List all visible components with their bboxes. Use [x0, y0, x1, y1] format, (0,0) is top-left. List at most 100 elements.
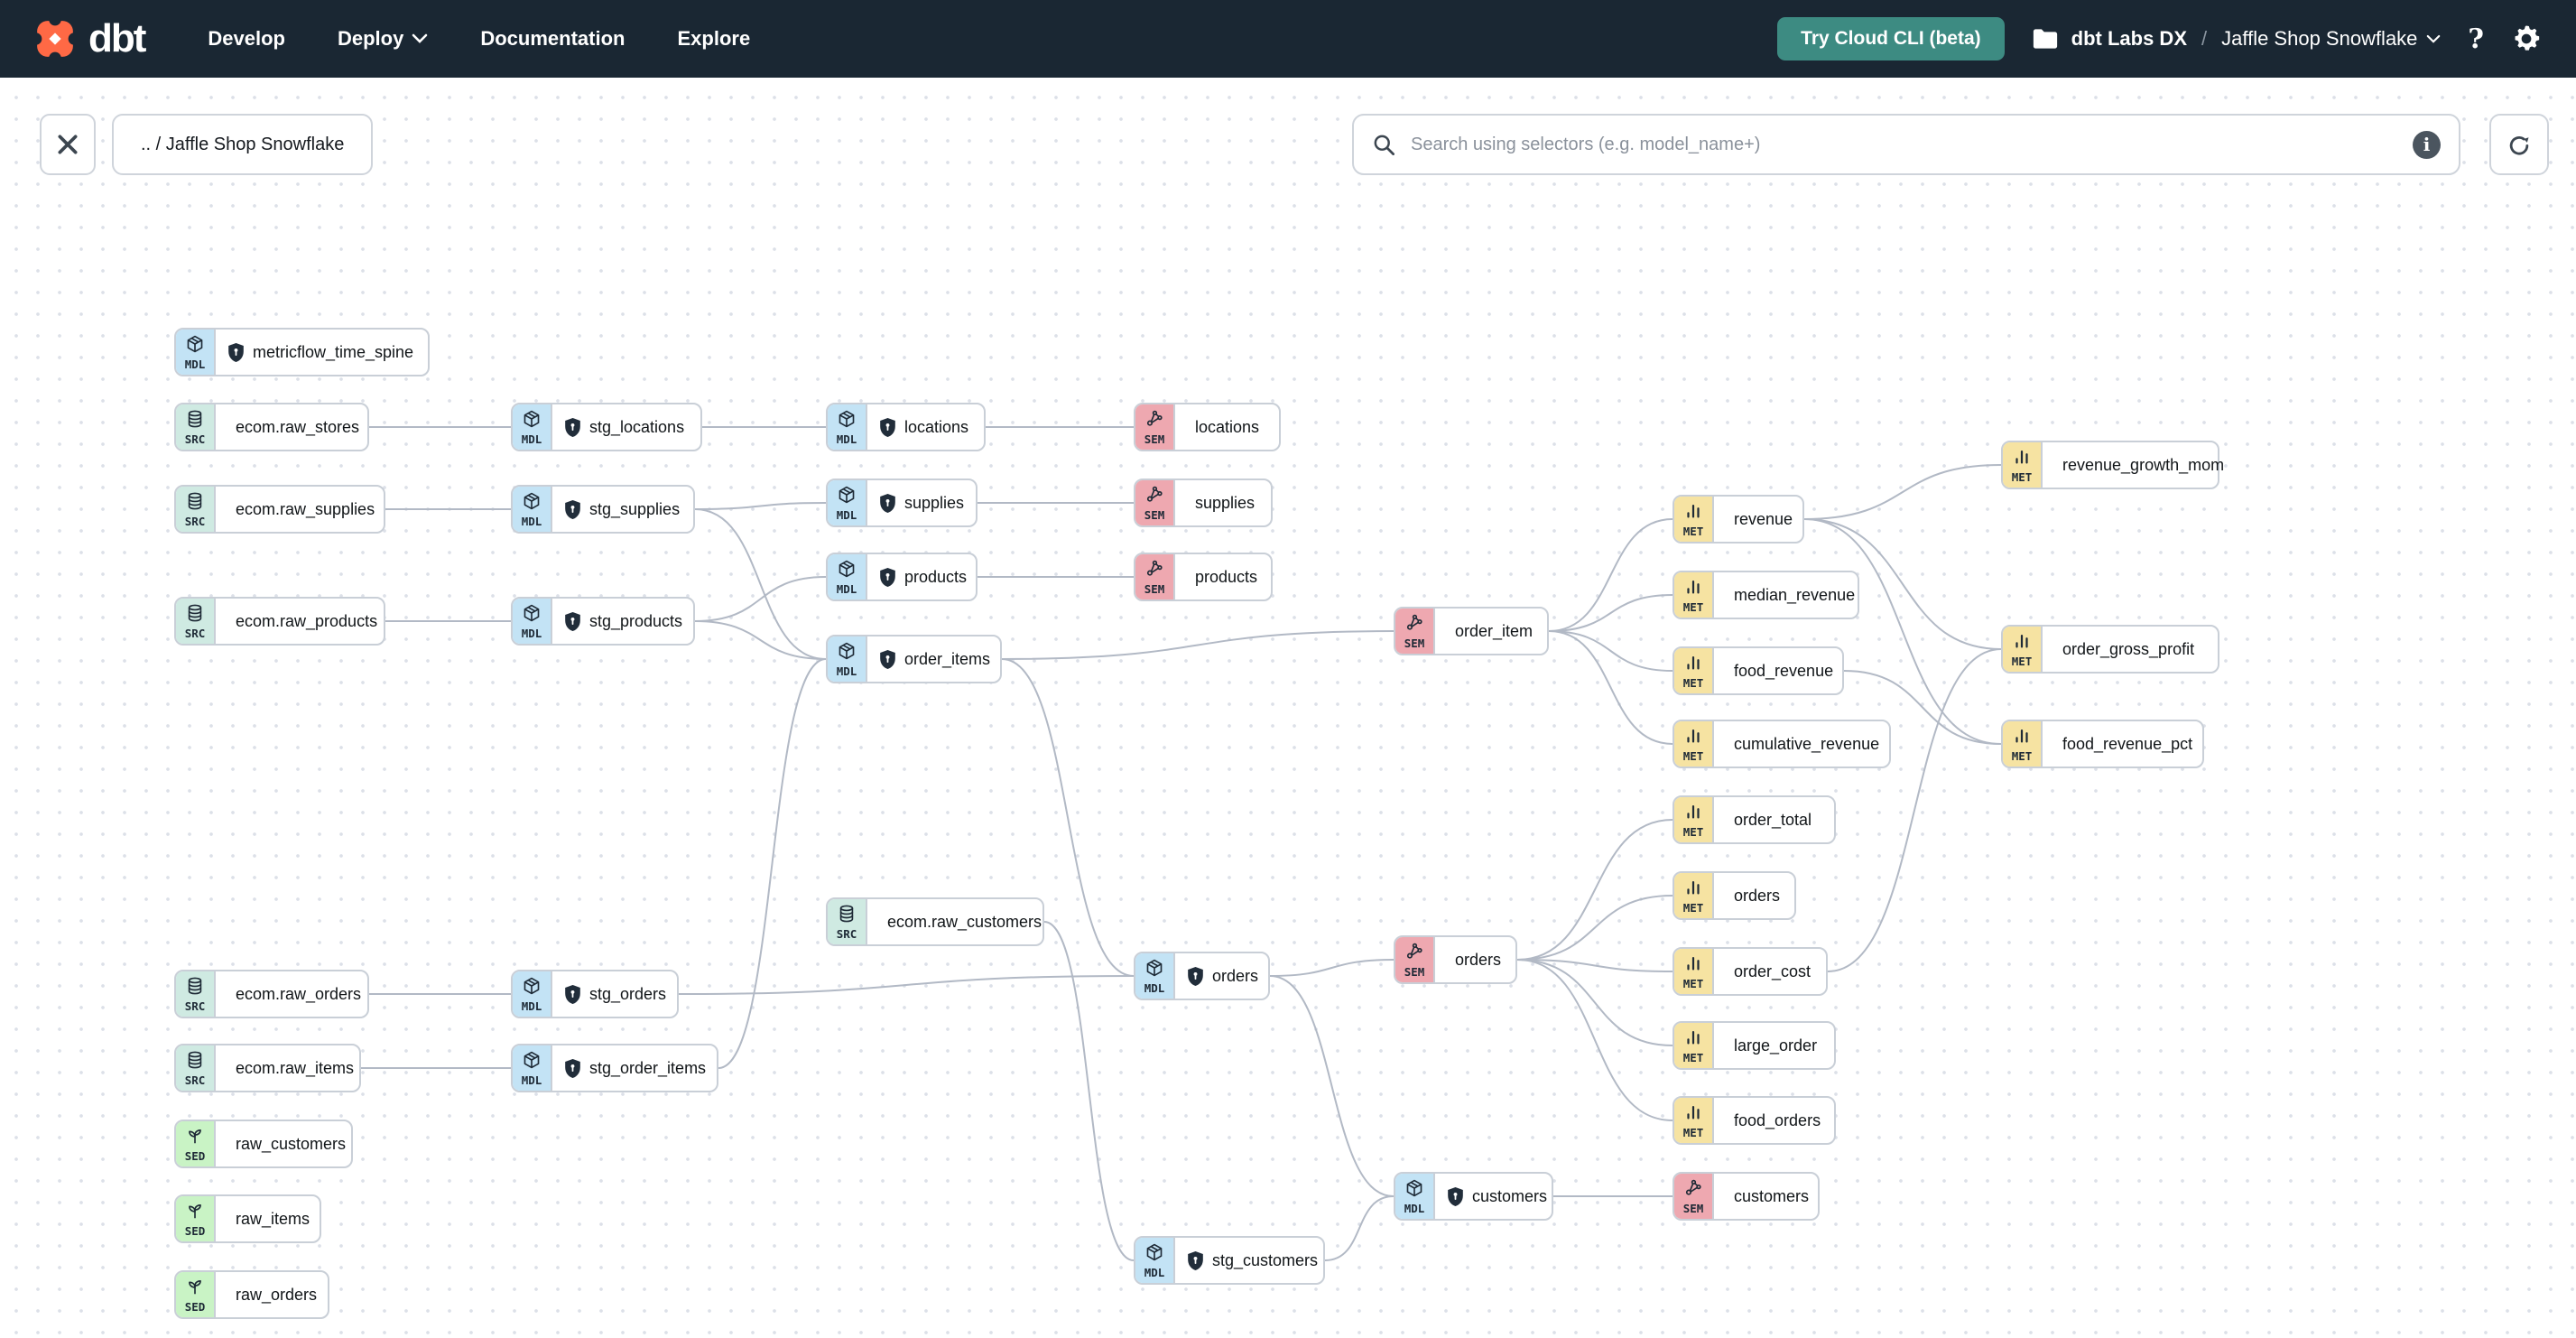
node-label: stg_order_items	[552, 1045, 718, 1091]
metric-bars-icon	[2012, 631, 2032, 655]
cube-icon	[522, 976, 542, 1000]
node-type-badge: SEM	[1135, 554, 1175, 599]
selector-search: i	[1352, 114, 2460, 175]
cube-icon	[185, 334, 205, 358]
info-icon[interactable]: i	[2413, 130, 2441, 159]
seedling-icon	[185, 1277, 205, 1301]
lineage-edge	[694, 620, 827, 660]
semantic-graph-icon	[1144, 409, 1164, 433]
node-type-label: MET	[1682, 524, 1704, 538]
contract-shield-icon	[878, 417, 897, 438]
nav-item-documentation[interactable]: Documentation	[480, 27, 625, 50]
node-type-label: MET	[1682, 976, 1704, 990]
settings-gear-button[interactable]	[2511, 23, 2542, 54]
node-label: food_revenue_pct	[2062, 734, 2193, 753]
node-type-label: MDL	[521, 626, 542, 640]
database-icon	[185, 1050, 205, 1074]
lineage-edge	[1827, 648, 2002, 972]
metric-bars-icon	[2012, 447, 2032, 471]
node-label: ecom.raw_stores	[236, 417, 360, 436]
help-button[interactable]: ?	[2468, 23, 2484, 55]
node-label: products	[867, 554, 979, 599]
node-type-badge: MET	[1674, 1023, 1714, 1068]
try-cloud-cli-button[interactable]: Try Cloud CLI (beta)	[1777, 17, 2005, 60]
nav-item-explore[interactable]: Explore	[677, 27, 751, 50]
contract-shield-icon	[878, 567, 897, 588]
contract-shield-icon	[1186, 1250, 1205, 1271]
node-type-badge: SEM	[1135, 480, 1175, 525]
contract-shield-icon	[880, 567, 895, 587]
close-lineage-button[interactable]	[40, 114, 96, 175]
cube-icon	[837, 641, 857, 665]
contract-shield-icon	[880, 649, 895, 669]
node-type-label: SEM	[1682, 1201, 1704, 1215]
graph-node-food_revenue_pct[interactable]: MET food_revenue_pct	[2001, 720, 2204, 768]
node-type-label: MET	[2011, 748, 2033, 763]
cube-icon	[1404, 1178, 1424, 1203]
node-label: customers	[1435, 1174, 1560, 1219]
dbt-logo[interactable]: dbt	[34, 18, 146, 60]
search-input[interactable]	[1409, 133, 2400, 156]
breadcrumb[interactable]: .. / Jaffle Shop Snowflake	[112, 114, 374, 175]
environment-name[interactable]: Jaffle Shop Snowflake	[2221, 27, 2441, 51]
seedling-icon	[185, 1126, 205, 1150]
metric-bars-icon	[2012, 726, 2032, 750]
node-type-label: SED	[184, 1299, 206, 1314]
node-label: supplies	[867, 480, 977, 525]
node-type-badge: SRC	[176, 487, 216, 532]
node-type-badge: MDL	[1135, 1238, 1175, 1283]
node-label: orders	[1734, 886, 1781, 905]
contract-shield-icon	[565, 417, 580, 437]
node-type-badge: SED	[176, 1121, 216, 1166]
nav-item-deploy[interactable]: Deploy	[338, 27, 428, 51]
node-type-badge: MET	[1674, 1098, 1714, 1143]
project-switcher[interactable]: dbt Labs DX / Jaffle Shop Snowflake	[2032, 27, 2442, 51]
refresh-button[interactable]	[2489, 114, 2549, 175]
folder-icon	[2033, 29, 2057, 49]
nav-item-develop[interactable]: Develop	[208, 27, 285, 50]
semantic-graph-icon	[1404, 613, 1424, 637]
graph-node-stg_products[interactable]: MDL stg_products	[511, 597, 695, 646]
node-type-badge: MET	[1674, 572, 1714, 618]
node-label: stg_products	[552, 599, 695, 644]
